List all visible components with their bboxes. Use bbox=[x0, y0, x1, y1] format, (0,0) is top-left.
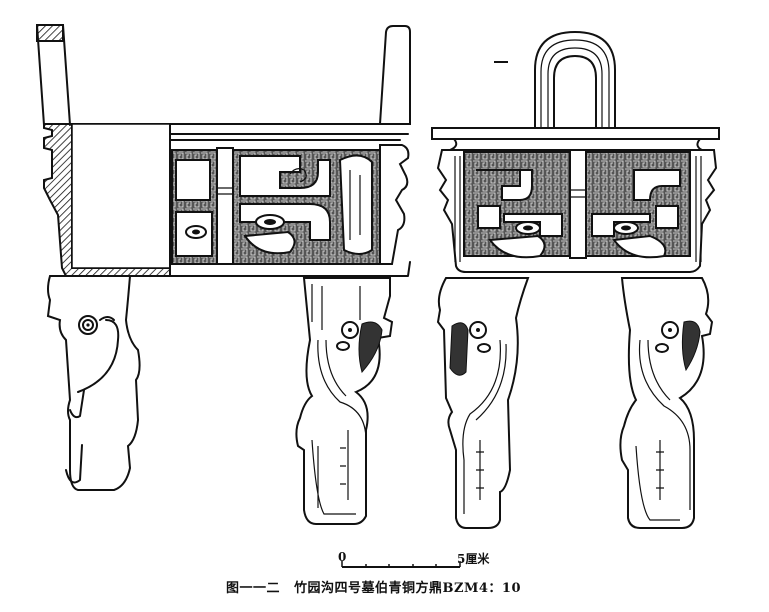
left-vessel-leg-decorated bbox=[295, 277, 394, 525]
left-vessel-leg-section bbox=[46, 275, 141, 491]
scale-unit: 厘米 bbox=[465, 552, 490, 566]
figure-title: 竹园沟四号墓伯青铜方鼎BZM4：10 bbox=[294, 581, 522, 596]
scale-bar bbox=[341, 561, 461, 568]
scale-end-value: 5 bbox=[457, 552, 466, 566]
left-vessel-body-decor bbox=[169, 123, 411, 277]
scale-end-label: 5厘米 bbox=[457, 550, 489, 567]
right-vessel-leg-left bbox=[436, 277, 530, 529]
right-vessel bbox=[431, 31, 720, 273]
figure-number: 图一一二 bbox=[226, 581, 281, 596]
right-vessel-leg-right bbox=[619, 277, 714, 529]
scale-start-label: 0 bbox=[338, 550, 347, 564]
figure-caption: 图一一二竹园沟四号墓伯青铜方鼎BZM4：10 bbox=[226, 577, 521, 596]
